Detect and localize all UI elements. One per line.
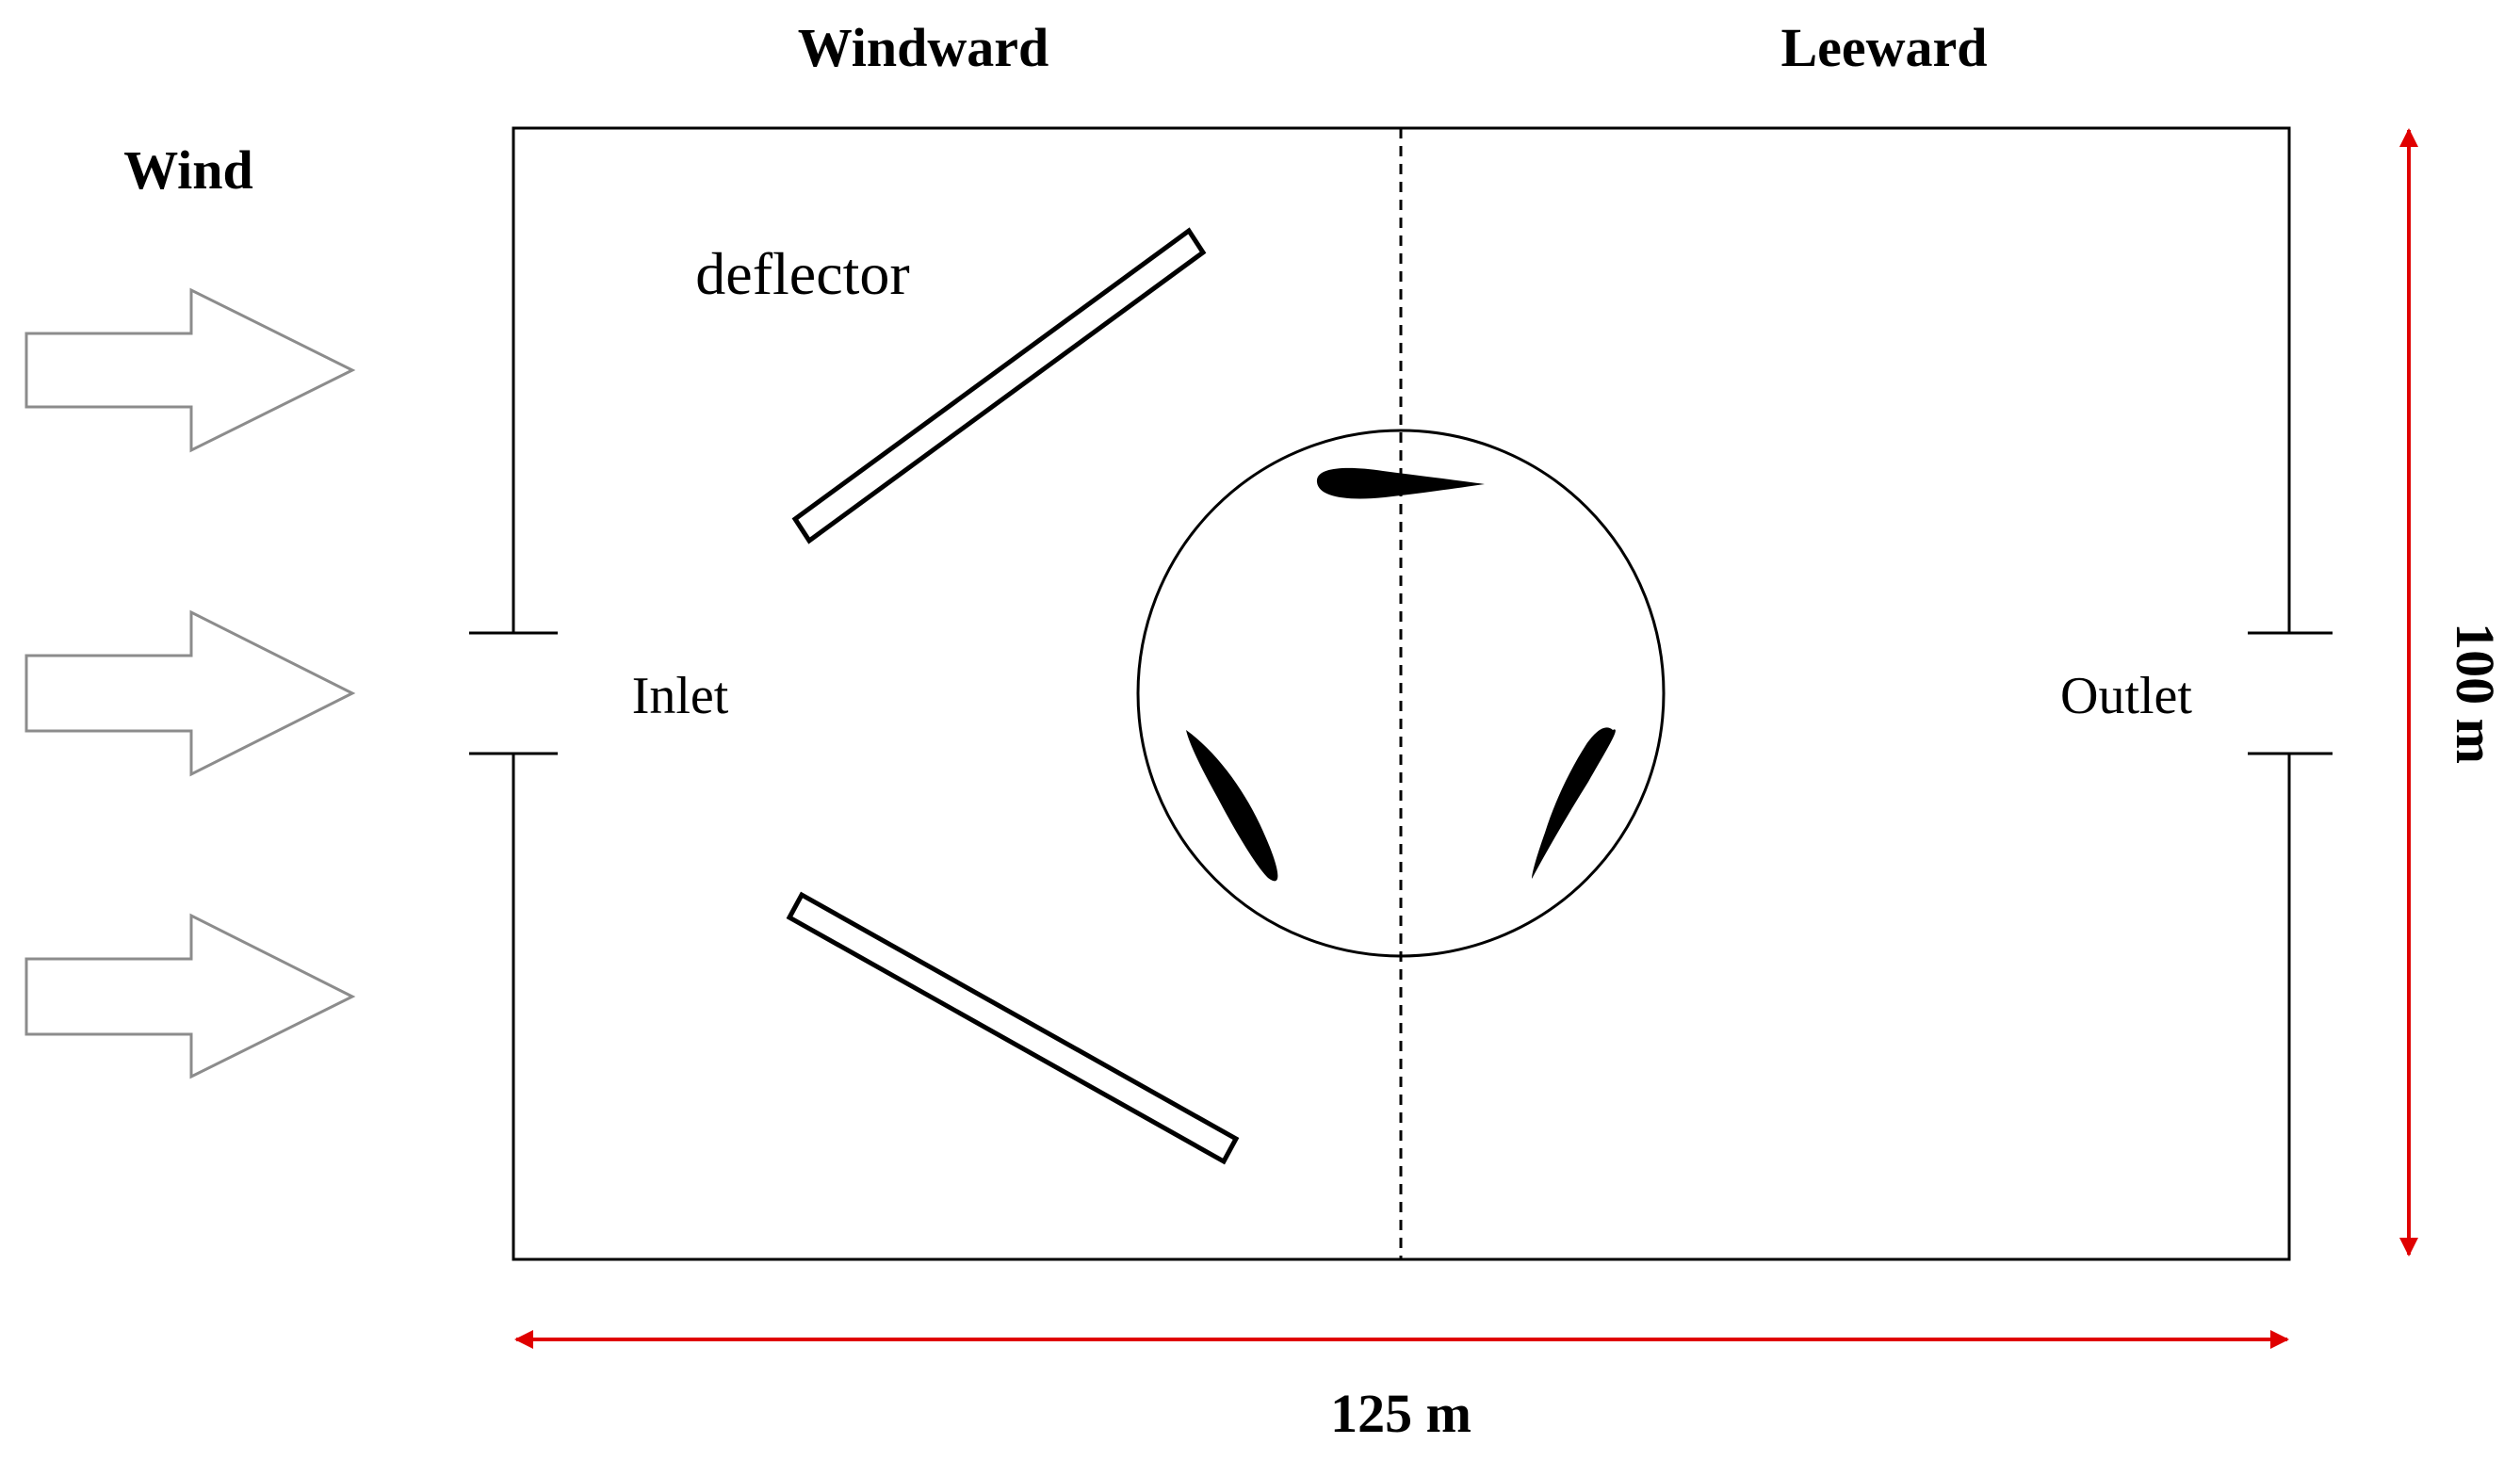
rotor-circle bbox=[1136, 429, 1666, 958]
width-label: 125 m bbox=[1330, 1383, 1471, 1444]
windward-label: Windward bbox=[798, 17, 1049, 78]
right-arrow-icon bbox=[24, 287, 356, 453]
airfoil-blade bbox=[1532, 727, 1616, 879]
airfoil-blade bbox=[1186, 730, 1278, 882]
outlet-label: Outlet bbox=[2060, 667, 2192, 725]
right-arrow-icon bbox=[24, 913, 356, 1079]
airfoil-blade bbox=[1316, 467, 1485, 499]
right-arrow-icon bbox=[24, 609, 356, 777]
leeward-label: Leeward bbox=[1780, 17, 1987, 78]
height-label: 100 m bbox=[2445, 623, 2506, 764]
inlet-label: Inlet bbox=[632, 667, 729, 725]
wind-arrows bbox=[24, 287, 356, 1079]
upper-deflector bbox=[791, 227, 1207, 544]
deflector-label: deflector bbox=[695, 240, 909, 307]
rotor-blades bbox=[1186, 467, 1616, 882]
lower-deflector bbox=[786, 891, 1240, 1165]
wind-label: Wind bbox=[123, 139, 253, 201]
